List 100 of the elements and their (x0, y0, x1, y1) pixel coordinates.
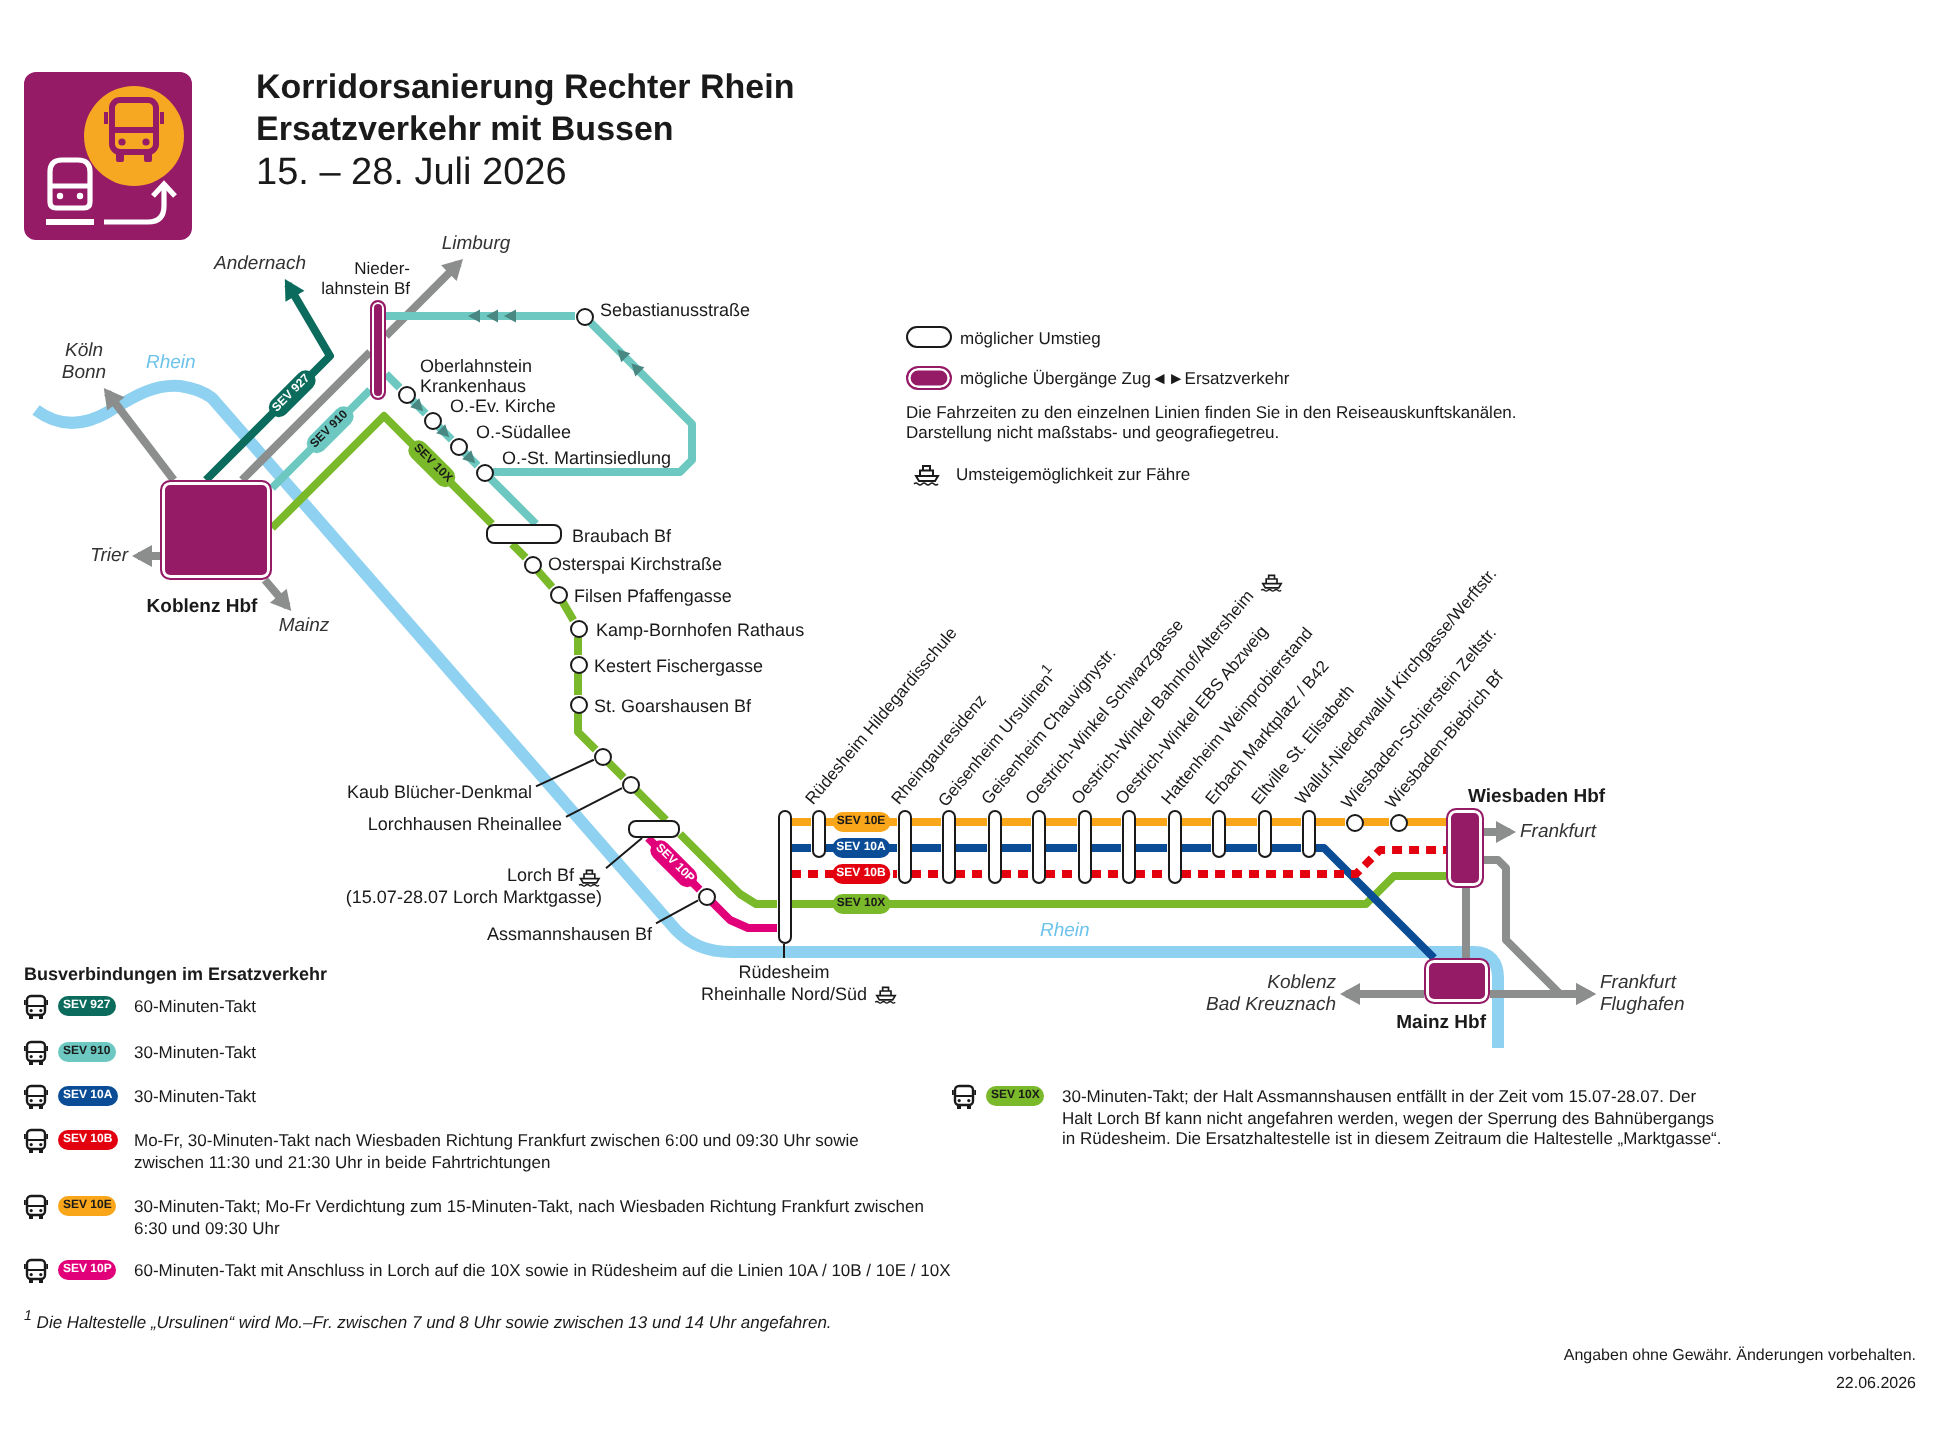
station-name: Nieder- lahnstein Bf (319, 258, 410, 298)
route-line (1001, 818, 1031, 826)
route-line (1091, 818, 1121, 826)
destination-label: Frankfurt Flughafen (1600, 972, 1692, 1016)
route-line (1091, 870, 1121, 878)
route-line (1045, 844, 1077, 852)
station-name: Osterspai Kirchstraße (548, 554, 723, 574)
legend-text: 30-Minuten-Takt (134, 1086, 256, 1107)
route-line (955, 870, 987, 878)
route-line (791, 844, 811, 852)
route-line (509, 541, 529, 561)
route-line (1001, 844, 1031, 852)
route-line (409, 397, 429, 417)
stop-marker (593, 747, 611, 765)
legend-text: 30-Minuten-Takt; der Halt Assmannshausen entfällt in der Zeit vom 15.07-28.07. Der Halt Lorch Bf kann nicht angefahren werden, wegen der Sperrung des Bahnübergangs in Rüdesheim. Die Ersatzhaltestelle ist in diesem Zeitraum die Haltestelle „Marktgasse“. (1062, 1086, 1722, 1149)
route-line (709, 899, 777, 932)
route-line (1271, 844, 1301, 852)
destination-label: Andernach (214, 253, 306, 275)
destination-label: Köln (62, 340, 105, 362)
stop-bar (628, 820, 680, 838)
station-name: Filsen Pfaffengasse (574, 586, 732, 606)
station-name: Sebastianusstraße (600, 300, 751, 320)
station-name: Braubach Bf (572, 526, 672, 546)
route-line (791, 818, 811, 826)
destination-label: Bonn (61, 362, 107, 384)
rail-line (261, 577, 292, 611)
route-line (574, 713, 599, 753)
route-line (493, 319, 696, 476)
destination-label: Frankfurt (1520, 821, 1597, 843)
river-label: Rhein (1040, 922, 1090, 942)
route-line (1363, 818, 1389, 826)
route-line (1225, 818, 1257, 826)
destination-label: Bad Kreuznach (1206, 994, 1336, 1016)
legend-text: Umsteigemöglichkeit zur Fähre (956, 463, 1191, 485)
route-line (1181, 818, 1211, 826)
stop-marker (697, 887, 715, 905)
stop-bar (777, 810, 791, 944)
route-line (1135, 818, 1167, 826)
route-line (911, 844, 941, 852)
rail-line (132, 545, 160, 567)
route-line (435, 423, 455, 443)
legend-text: möglicher Umstieg (960, 327, 1101, 349)
footnote: $^{1}$ Die Haltestelle „Ursulinen“ wird Mo.–Fr. zwischen 7 und 8 Uhr sowie zwischen 13 und 14 Uhr angefahren. (24, 1306, 832, 1332)
note-text: Darstellung nicht maßstabs- und geografiegetreu. (906, 422, 1280, 442)
route-line (1181, 844, 1211, 852)
route-line (955, 818, 987, 826)
station-name: (15.07-28.07 Lorch Marktgasse) (345, 886, 602, 907)
route-line (1091, 844, 1121, 852)
note-text: Die Fahrzeiten zu den einzelnen Linien finden Sie in den Reiseauskunftskanälen. (906, 402, 1517, 422)
leader-line (783, 943, 785, 959)
station-name: Koblenz Hbf (146, 596, 258, 618)
leader-line (605, 837, 644, 870)
rail-line (239, 349, 373, 483)
route-line (386, 309, 575, 323)
station-name: Kestert Fischergasse (594, 656, 764, 676)
rail-line (103, 388, 177, 483)
route-line (955, 844, 987, 852)
station-name: Assmannshausen Bf (486, 923, 652, 945)
rail-line (1490, 983, 1596, 1005)
route-line (1271, 818, 1301, 826)
route-line (911, 818, 941, 826)
leader-line (655, 899, 700, 925)
route-line (633, 787, 669, 823)
station-name: Mainz Hbf (1396, 1012, 1486, 1034)
legend-text: Mo-Fr, 30-Minuten-Takt nach Wiesbaden Richtung Frankfurt zwischen 6:00 und 09:30 Uhr sowie zwischen 11:30 und 21:30 Uhr in beide Fahrtrichtungen (134, 1130, 861, 1172)
station-name: O.-Südallee (476, 422, 572, 442)
title: Korridorsanierung Rechter Rhein Ersatzverkehr mit Bussen (256, 66, 797, 150)
rail-line (1462, 888, 1470, 958)
river-label: Rhein (146, 354, 196, 374)
route-line (534, 568, 556, 590)
legend-heading: Busverbindungen im Ersatzverkehr (24, 964, 328, 986)
route-line (1407, 818, 1446, 826)
route-line (605, 759, 627, 781)
date-subtitle: 15. – 28. Juli 2026 (256, 152, 567, 196)
route-line (461, 449, 481, 469)
station-name: Lorchhausen Rheinallee (367, 813, 562, 835)
route-line (559, 599, 577, 623)
station-name: Lorch Bf (506, 865, 574, 886)
station-name: Oberlahnstein Krankenhaus (420, 356, 535, 396)
legend-text: 30-Minuten-Takt; Mo-Fr Verdichtung zum 15-Minuten-Takt, nach Wiesbaden Richtung Frankfurt zwischen 6:30 und 09:30 Uhr (134, 1196, 924, 1238)
route-line (1181, 846, 1446, 878)
station-name: Rüdesheim Rheinhalle Nord/Süd (698, 962, 870, 1004)
legend-text: mögliche Übergänge Zug◄►Ersatzverkehr (960, 367, 1290, 389)
leader-line (565, 787, 623, 818)
disclaimer-text: Angaben ohne Gewähr. Änderungen vorbehalten. (1563, 1346, 1916, 1366)
destination-label: Koblenz (1265, 972, 1336, 994)
route-line (791, 872, 1446, 908)
station-name: O.-Ev. Kirche (450, 396, 556, 416)
route-line (1315, 844, 1437, 961)
destination-label: Mainz (278, 615, 330, 637)
legend-text: 30-Minuten-Takt (134, 1042, 256, 1063)
route-line (677, 831, 777, 908)
route-line (1315, 818, 1345, 826)
route-line (383, 371, 403, 391)
route-line (574, 637, 582, 655)
legend-text: 60-Minuten-Takt (134, 996, 256, 1017)
route-line (1135, 870, 1167, 878)
route-line (1225, 844, 1257, 852)
rail-line (1484, 821, 1516, 843)
route-line (911, 870, 941, 878)
